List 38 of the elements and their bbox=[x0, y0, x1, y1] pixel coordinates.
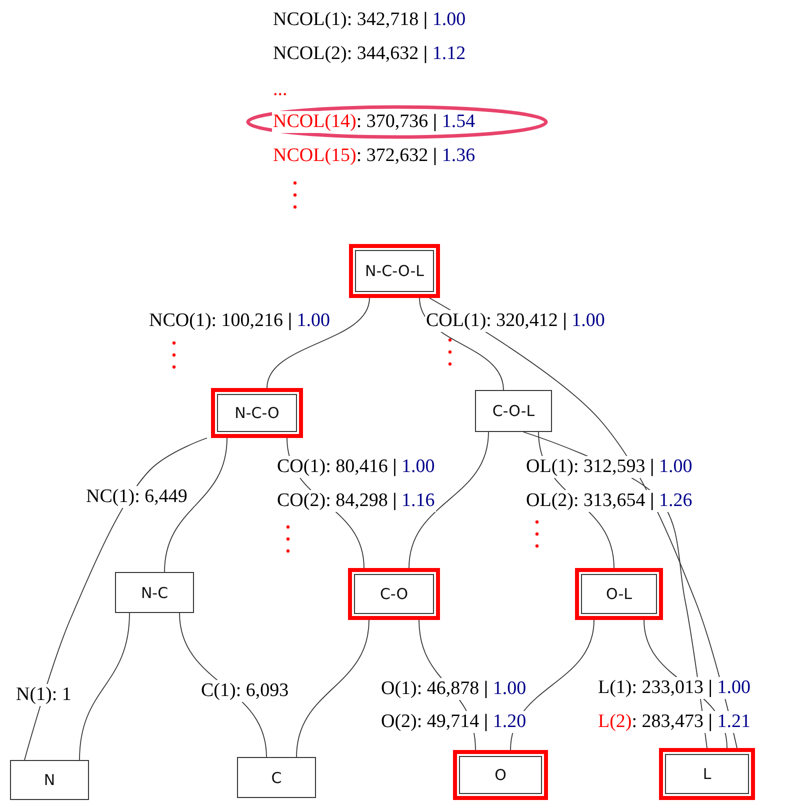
connector-line bbox=[164, 438, 228, 572]
connector-line bbox=[266, 298, 370, 388]
node-label: O bbox=[459, 756, 542, 794]
count-label: L(1): 233,013 | 1.00 bbox=[597, 677, 752, 699]
count-label: CO(2): 84,298 | 1.16 bbox=[276, 490, 436, 512]
count-label: N(1): 1 bbox=[15, 684, 72, 706]
node-label: L bbox=[665, 754, 749, 794]
node-box: N-C bbox=[115, 572, 194, 613]
highlighted-frame bbox=[349, 244, 440, 298]
count-label: CO(1): 80,416 | 1.00 bbox=[276, 456, 436, 478]
count-label: C(1): 6,093 bbox=[200, 680, 290, 702]
highlighted-frame bbox=[453, 750, 548, 800]
node-label: O-L bbox=[581, 574, 657, 614]
connector-line bbox=[408, 432, 489, 568]
highlighted-frame bbox=[348, 568, 440, 620]
count-label: NCOL(15): 372,632 | 1.36 bbox=[272, 145, 476, 167]
connector-line bbox=[296, 620, 370, 758]
count-label: O(2): 49,714 | 1.20 bbox=[380, 711, 528, 733]
count-label: OL(1): 312,593 | 1.00 bbox=[525, 456, 694, 478]
node-box: C-O-L bbox=[475, 390, 552, 432]
count-label: L(2): 283,473 | 1.21 bbox=[597, 711, 752, 733]
count-label: NC(1): 6,449 bbox=[85, 486, 188, 508]
connector-line bbox=[79, 612, 130, 760]
highlighted-frame bbox=[211, 388, 303, 438]
highlighted-frame bbox=[659, 748, 755, 800]
count-label: NCOL(14): 370,736 | 1.54 bbox=[272, 111, 476, 133]
count-label: COL(1): 320,412 | 1.00 bbox=[425, 310, 606, 332]
node-box: C bbox=[237, 757, 316, 798]
node-box: N bbox=[10, 760, 89, 800]
highlighted-frame bbox=[575, 568, 663, 620]
count-label: O(1): 46,878 | 1.00 bbox=[380, 678, 528, 700]
count-label: NCOL(2): 344,632 | 1.12 bbox=[272, 43, 467, 65]
count-label: NCOL(1): 342,718 | 1.00 bbox=[272, 9, 467, 31]
count-label: NCO(1): 100,216 | 1.00 bbox=[148, 310, 331, 332]
count-label: OL(2): 313,654 | 1.26 bbox=[525, 490, 694, 512]
node-label: C-O bbox=[354, 574, 434, 614]
node-label: N-C-O-L bbox=[355, 250, 434, 292]
node-label: N-C-O bbox=[217, 394, 297, 432]
